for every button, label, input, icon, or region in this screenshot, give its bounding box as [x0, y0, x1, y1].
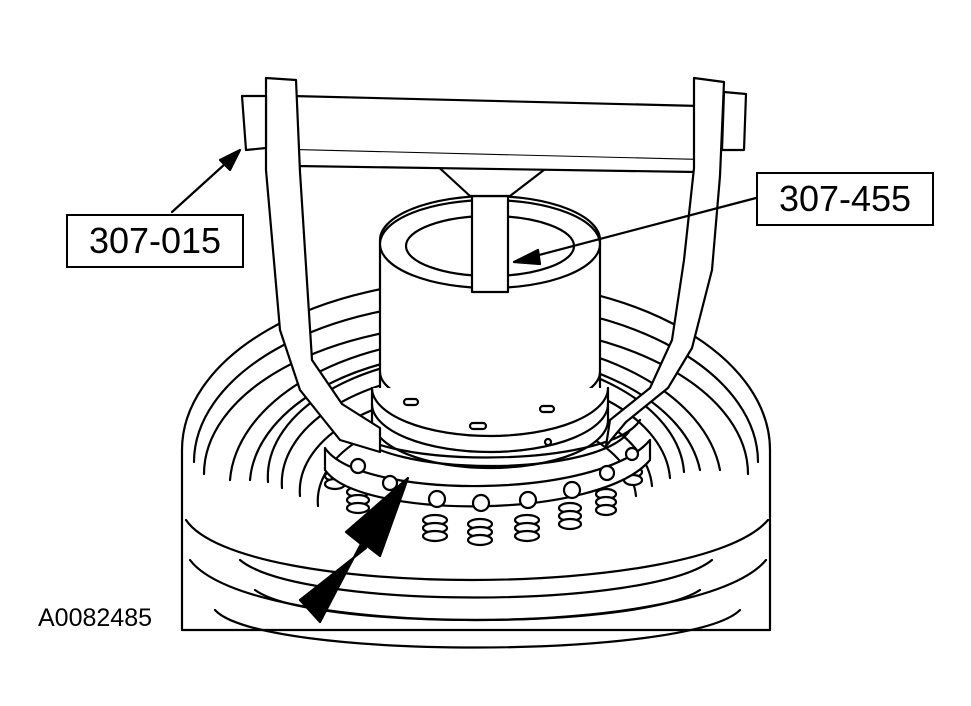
- callout-307-015: 307-015: [66, 214, 244, 268]
- leader-307-455: [518, 196, 758, 262]
- direction-arrow: [298, 476, 410, 624]
- spring: [513, 513, 541, 543]
- spring: [594, 487, 618, 517]
- arrowhead-307-455: [512, 248, 542, 266]
- compressor-frame: [240, 76, 748, 454]
- spring: [557, 501, 583, 531]
- spring: [466, 517, 494, 547]
- figure-id: A0082485: [38, 604, 153, 632]
- callout-307-455: 307-455: [756, 172, 934, 226]
- spring: [421, 513, 449, 543]
- arrowhead-307-015: [218, 148, 242, 172]
- spring-retainer: [323, 438, 652, 513]
